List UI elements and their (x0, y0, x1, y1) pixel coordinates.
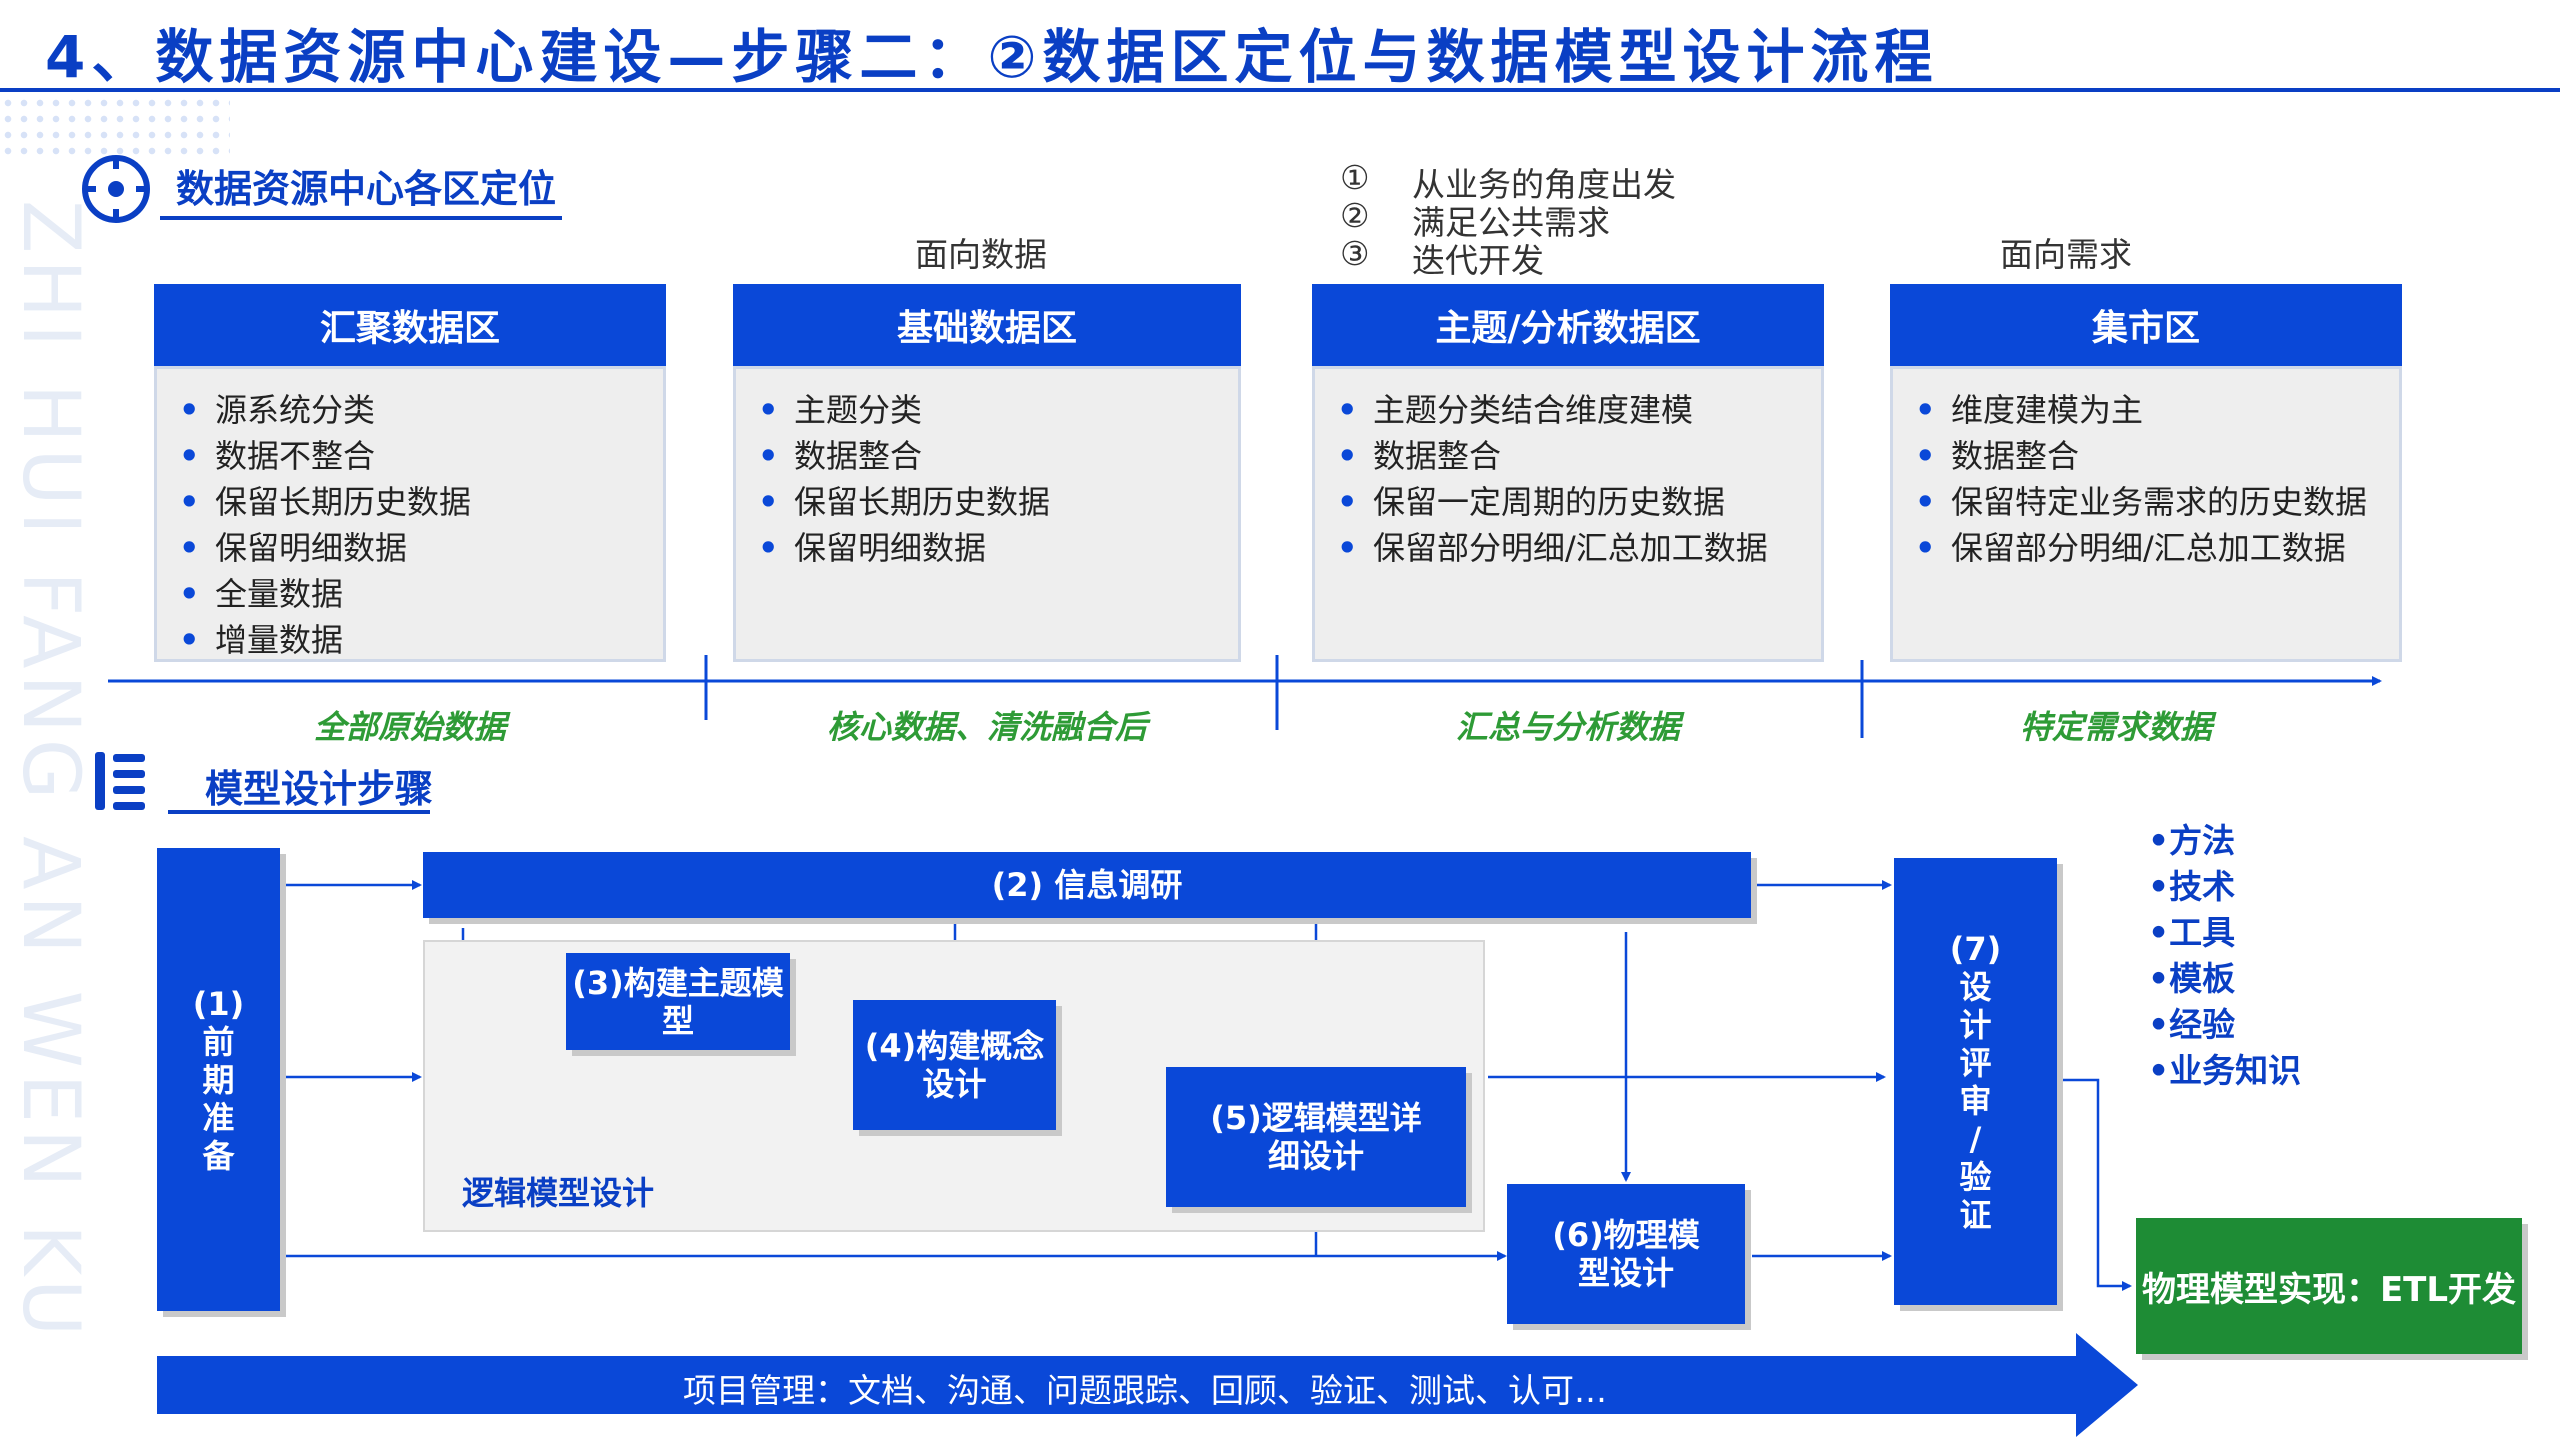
zone-label: 特定需求数据 (2019, 708, 2212, 746)
step-1-label: 前 (202, 1022, 235, 1061)
section-underline (160, 216, 562, 220)
step-3-box: (3)构建主题模型 (566, 953, 790, 1050)
principle-text: 满足公共需求 (1412, 203, 1610, 242)
step-7-label: 计 (1959, 1005, 1992, 1044)
watermark-text: ZHI HUI FANG AN WEN KU (5, 200, 95, 1343)
logic-area-label: 逻辑模型设计 (462, 1174, 655, 1212)
list-icon (95, 750, 147, 812)
zone-item: 保留明细数据 (758, 525, 1238, 571)
review-item: •模板 (2148, 959, 2236, 998)
step-4-box: (4)构建概念设计 (853, 1000, 1056, 1130)
step-7-label: 设 (1959, 967, 1992, 1006)
note-face-data: 面向数据 (915, 235, 1047, 274)
step-1-label: 备 (202, 1136, 235, 1175)
note-face-demand: 面向需求 (2000, 235, 2132, 274)
step-5-box: (5)逻辑模型详细设计 (1166, 1067, 1466, 1207)
zone-item: 保留长期历史数据 (179, 479, 663, 525)
zone-item: 保留明细数据 (179, 525, 663, 571)
step-7-box: (7) 设 计 评 审 / 验 证 (1894, 858, 2057, 1305)
zone-label: 汇总与分析数据 (1455, 708, 1680, 746)
review-item: •方法 (2148, 821, 2236, 860)
step-1-label: 期 (202, 1060, 235, 1099)
zone-item: 源系统分类 (179, 387, 663, 433)
zone-item: 全量数据 (179, 571, 663, 617)
zone-item: 保留部分明细/汇总加工数据 (1915, 525, 2399, 571)
zone-label: 全部原始数据 (313, 708, 506, 746)
zone-item: 保留长期历史数据 (758, 479, 1238, 525)
step-7-label: / (1969, 1119, 1982, 1158)
zone-item: 增量数据 (179, 617, 663, 663)
zone-item: 保留特定业务需求的历史数据 (1915, 479, 2399, 525)
section-title-zones: 数据资源中心各区定位 (176, 167, 557, 211)
etl-box: 物理模型实现：ETL开发 (2136, 1218, 2522, 1354)
zone-item: 保留部分明细/汇总加工数据 (1337, 525, 1821, 571)
project-management-text: 项目管理：文档、沟通、问题跟踪、回顾、验证、测试、认可… (683, 1371, 1607, 1410)
step-7-label: (7) (1949, 929, 2002, 968)
zone-header: 主题/分析数据区 (1312, 284, 1824, 366)
principle-text: 从业务的角度出发 (1412, 165, 1676, 204)
step-1-label: 准 (202, 1098, 235, 1137)
page-title: 4、数据资源中心建设—步骤二：②数据区定位与数据模型设计流程 (45, 23, 1939, 91)
zone-body: 主题分类 数据整合 保留长期历史数据 保留明细数据 (733, 366, 1241, 662)
title-underline (0, 88, 2560, 92)
zone-label: 核心数据、清洗融合后 (826, 708, 1147, 746)
zone-header: 基础数据区 (733, 284, 1241, 366)
section-underline (168, 810, 430, 814)
review-item: •技术 (2148, 867, 2236, 906)
zone-header: 汇聚数据区 (154, 284, 666, 366)
zone-body: 主题分类结合维度建模 数据整合 保留一定周期的历史数据 保留部分明细/汇总加工数… (1312, 366, 1824, 662)
principle-num: ① (1340, 158, 1370, 197)
step-2-box: (2) 信息调研 (423, 852, 1751, 918)
zone-item: 数据整合 (758, 433, 1238, 479)
zone-item: 数据整合 (1337, 433, 1821, 479)
step-7-label: 证 (1959, 1195, 1992, 1234)
step-7-label: 验 (1959, 1157, 1992, 1196)
principle-text: 迭代开发 (1412, 241, 1544, 280)
step-1-label: (1) (192, 984, 245, 1023)
step-1-box: (1) 前 期 准 备 (157, 848, 280, 1311)
dot-pattern (0, 95, 230, 155)
review-item: •经验 (2148, 1005, 2236, 1044)
zone-item: 数据整合 (1915, 433, 2399, 479)
principle-num: ③ (1340, 234, 1370, 273)
zone-item: 主题分类 (758, 387, 1238, 433)
step-6-box: (6)物理模型设计 (1507, 1184, 1745, 1324)
zone-item: 数据不整合 (179, 433, 663, 479)
project-arrow (157, 1333, 2138, 1437)
zone-header: 集市区 (1890, 284, 2402, 366)
target-icon (82, 155, 150, 223)
step-7-label: 审 (1959, 1081, 1992, 1120)
zone-body: 源系统分类 数据不整合 保留长期历史数据 保留明细数据 全量数据 增量数据 (154, 366, 666, 662)
zone-body: 维度建模为主 数据整合 保留特定业务需求的历史数据 保留部分明细/汇总加工数据 (1890, 366, 2402, 662)
review-item: •业务知识 (2148, 1051, 2302, 1090)
principle-num: ② (1340, 196, 1370, 235)
step-7-label: 评 (1959, 1043, 1992, 1082)
review-items: •方法 •技术 •工具 •模板 •经验 •业务知识 (2148, 818, 2301, 1094)
zone-item: 保留一定周期的历史数据 (1337, 479, 1821, 525)
review-item: •工具 (2148, 913, 2236, 952)
zone-item: 维度建模为主 (1915, 387, 2399, 433)
zone-item: 主题分类结合维度建模 (1337, 387, 1821, 433)
section-title-steps: 模型设计步骤 (205, 767, 434, 811)
